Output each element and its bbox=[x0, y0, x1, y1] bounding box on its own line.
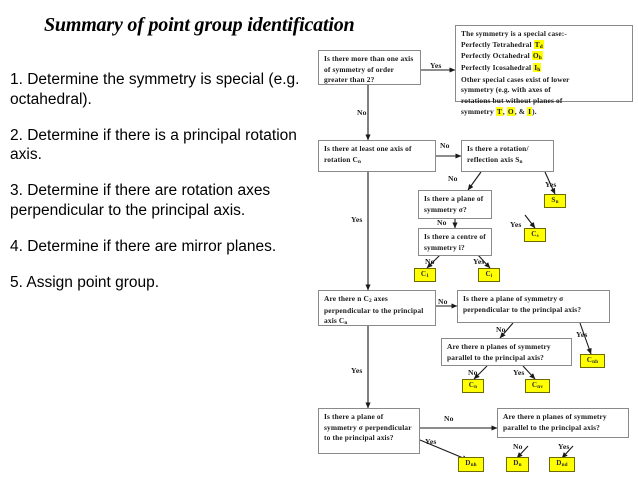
special-case-sep2: , & bbox=[514, 106, 526, 116]
step-item-1: 1. Determine the symmetry is special (e.… bbox=[10, 71, 300, 108]
edge-label-d8-no: No bbox=[468, 368, 478, 377]
decision-box-more-than-one-axis[interactable]: Is there more than one axis of symmetry … bbox=[318, 50, 421, 85]
step-item-3: 3. Determine if there are rotation axes … bbox=[10, 182, 271, 220]
edge-label-d2-yes: Yes bbox=[351, 215, 363, 224]
edge-label-d8-yes: Yes bbox=[513, 368, 525, 377]
special-case-line7: rotations but without planes of bbox=[461, 96, 563, 106]
symbol-oh: Oh bbox=[531, 51, 543, 62]
special-case-line2: Perfectly Tetrahedral bbox=[461, 39, 532, 49]
edge-label-d10-yes: Yes bbox=[558, 442, 570, 451]
edge-label-d7-no: No bbox=[496, 325, 506, 334]
edge-label-d6-no: No bbox=[438, 297, 448, 306]
terminal-cn[interactable]: Cn bbox=[462, 379, 484, 393]
special-case-line8-pre: symmetry bbox=[461, 106, 494, 116]
edge-label-d6-yes: Yes bbox=[351, 366, 363, 375]
step-item-4: 4. Determine if there are mirror planes. bbox=[10, 237, 277, 255]
edge-label-d10-no: No bbox=[513, 442, 523, 451]
edge-label-d3-yes: Yes bbox=[545, 180, 557, 189]
terminal-cnh[interactable]: Cnh bbox=[580, 354, 605, 368]
edge-label-d7-yes: Yes bbox=[576, 330, 588, 339]
decision-box-at-least-one-rotation-axis[interactable]: Is there at least one axis of rotation C… bbox=[318, 140, 436, 172]
special-case-box[interactable]: The symmetry is a special case:- Perfect… bbox=[455, 25, 633, 116]
decision-box-rotation-reflection-axis[interactable]: Is there a rotation/ reflection axis Sn bbox=[461, 140, 554, 172]
edge-label-d3-no: No bbox=[448, 174, 458, 183]
page-title: Summary of point group identification bbox=[44, 14, 355, 36]
symbol-o: O bbox=[506, 106, 515, 116]
decision-box-plane-perpendicular-principal[interactable]: Is there a plane of symmetry σ perpendic… bbox=[457, 290, 610, 323]
terminal-sn[interactable]: Sn bbox=[544, 194, 566, 208]
terminal-dnd[interactable]: Dnd bbox=[549, 457, 575, 472]
decision-box-n-planes-parallel-principal-2[interactable]: Are there n planes of symmetry parallel … bbox=[497, 408, 629, 438]
steps-list: 1. Determine the symmetry is special (e.… bbox=[10, 70, 310, 309]
edge-label-d4-no: No bbox=[437, 218, 447, 227]
decision-box-plane-of-symmetry[interactable]: Is there a plane of symmetry σ? bbox=[418, 190, 492, 219]
terminal-dn[interactable]: Dn bbox=[506, 457, 529, 472]
special-case-line6: symmetry (e.g. with axes of bbox=[461, 85, 551, 95]
edge-label-d4-yes: Yes bbox=[510, 220, 522, 229]
edge-label-d2-no: No bbox=[440, 141, 450, 150]
special-case-sep1: , bbox=[502, 106, 505, 116]
step-item-2: 2. Determine if there is a principal rot… bbox=[10, 126, 297, 164]
edge-label-d1-no: No bbox=[357, 108, 367, 117]
edge-label-d9-no: No bbox=[444, 414, 454, 423]
edge-label-d1-yes: Yes bbox=[430, 61, 442, 70]
edge-label-d5-no: No bbox=[425, 257, 435, 266]
symbol-t: T bbox=[495, 106, 503, 116]
terminal-ci[interactable]: Ci bbox=[478, 268, 500, 282]
decision-box-centre-of-symmetry[interactable]: Is there a centre of symmetry i? bbox=[418, 228, 492, 256]
terminal-cnv[interactable]: Cnv bbox=[525, 379, 550, 393]
terminal-c1[interactable]: C1 bbox=[414, 268, 436, 282]
special-case-line1: The symmetry is a special case:- bbox=[461, 29, 567, 38]
symbol-td: Td bbox=[533, 39, 544, 50]
special-case-line8-post: ). bbox=[532, 106, 537, 116]
terminal-dnh[interactable]: Dnh bbox=[458, 457, 484, 472]
decision-box-n-planes-parallel-principal[interactable]: Are there n planes of symmetry parallel … bbox=[441, 338, 572, 366]
terminal-cs[interactable]: Cs bbox=[524, 228, 546, 242]
step-item-5: 5. Assign point group. bbox=[10, 273, 160, 291]
symbol-i: I bbox=[527, 106, 533, 116]
special-case-line4: Perfectly Icosahedral bbox=[461, 63, 532, 73]
edge-label-d9-yes: Yes bbox=[425, 437, 437, 446]
decision-box-n-c2-axes-perpendicular[interactable]: Are there n C2 axes perpendicular to the… bbox=[318, 290, 436, 326]
decision-box-plane-perpendicular-principal-2[interactable]: Is there a plane of symmetry σ perpendic… bbox=[318, 408, 420, 454]
special-case-line5: Other special cases exist of lower bbox=[461, 74, 570, 84]
special-case-line3: Perfectly Octahedral bbox=[461, 51, 530, 61]
symbol-ih: Ih bbox=[533, 63, 542, 74]
edge-label-d5-yes: Yes bbox=[473, 257, 485, 266]
